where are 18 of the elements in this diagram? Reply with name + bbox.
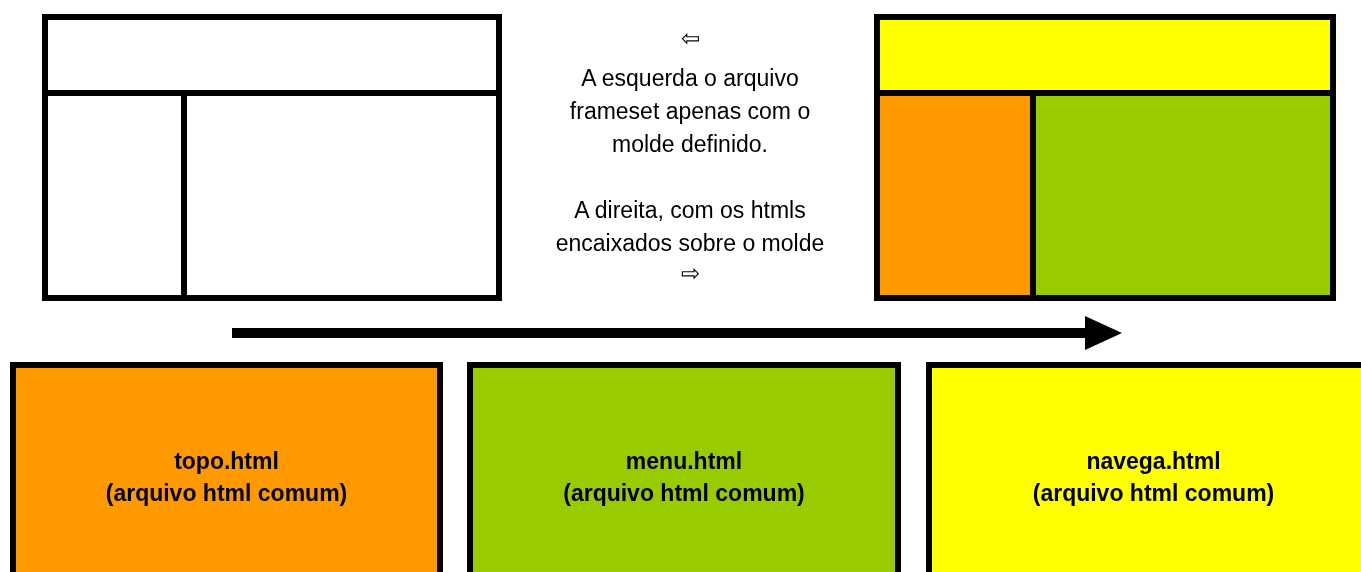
frame-area xyxy=(880,20,1330,96)
file-name-text: (arquivo html comum) xyxy=(563,479,805,508)
frameset-layout xyxy=(42,14,502,301)
file-box xyxy=(10,362,443,572)
file-name-text: navega.html xyxy=(1086,447,1221,476)
file-name-text: topo.html xyxy=(174,447,279,476)
file-box xyxy=(467,362,901,572)
left-arrow-symbol: ⇦ xyxy=(679,24,701,53)
frame-area xyxy=(880,96,1033,295)
file-name-text: menu.html xyxy=(625,447,743,476)
description-text: A direita, com os htmls encaixados sobre o molde xyxy=(554,196,826,258)
right-arrow-symbol: ⇨ xyxy=(679,259,701,288)
description-text: A esquerda o arquivo frameset apenas com o molde definido. xyxy=(568,64,812,159)
file-name-text: (arquivo html comum) xyxy=(1032,479,1275,508)
frame-area xyxy=(1033,96,1330,295)
file-name-text: (arquivo html comum) xyxy=(105,479,348,508)
file-box xyxy=(926,362,1361,572)
frameset-layout xyxy=(874,14,1336,301)
